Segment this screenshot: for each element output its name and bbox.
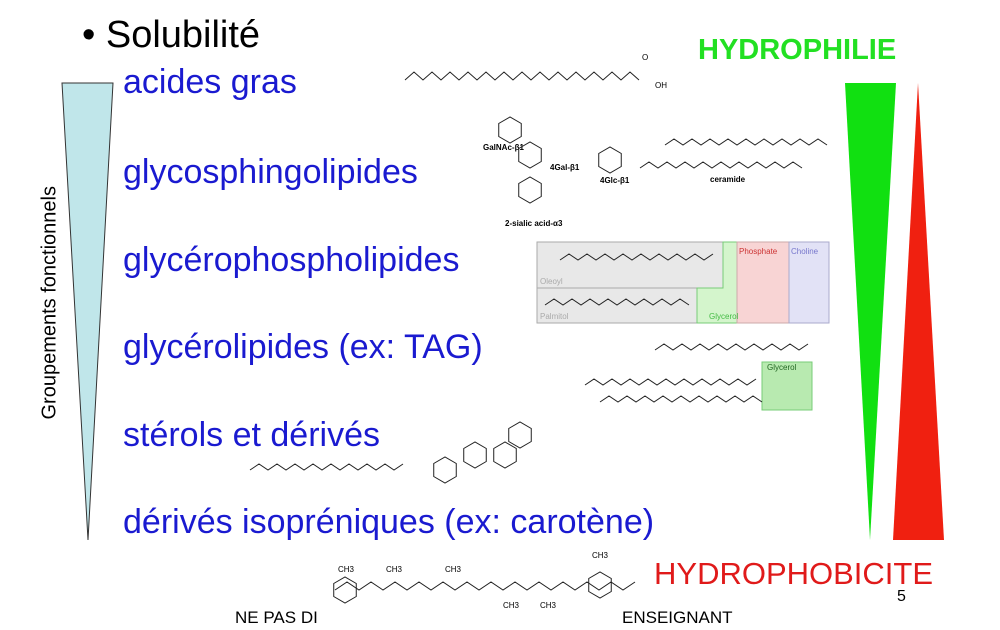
ring-6 xyxy=(493,441,517,469)
molecule-structures xyxy=(249,71,828,604)
carotene-ch3-label: CH3 xyxy=(338,565,355,574)
carotene-ch3-label: CH3 xyxy=(445,565,462,574)
gal-label: 4Gal-β1 xyxy=(550,163,580,172)
ring-8 xyxy=(333,576,357,604)
ring-0 xyxy=(498,116,522,144)
oleoyl-label: Oleoyl xyxy=(540,277,563,286)
ring-9 xyxy=(588,571,612,599)
ceramide-label: ceramide xyxy=(710,175,746,184)
tag-chain-1 xyxy=(654,343,809,351)
choline-label: Choline xyxy=(791,247,819,256)
carotene-chain xyxy=(334,581,636,591)
carotene-ch3-label: CH3 xyxy=(540,601,557,610)
fatty-acid-oh: OH xyxy=(655,81,667,90)
tag-chain-2 xyxy=(584,378,757,386)
galnac-label: GalNAc-β1 xyxy=(483,143,524,152)
functional-groups-triangle xyxy=(61,82,114,541)
ceramide-chain-1 xyxy=(664,138,828,146)
carotene-ch3-label: CH3 xyxy=(503,601,520,610)
item-glycosphingolipides: glycosphingolipides xyxy=(123,153,418,191)
palmitol-chain xyxy=(544,298,690,306)
hydrophilie-label: HYDROPHILIE xyxy=(698,34,897,66)
footer-left: NE PAS DI xyxy=(235,608,318,627)
item-sterols: stérols et dérivés xyxy=(123,416,380,454)
hydrophobicite-label: HYDROPHOBICITE xyxy=(654,556,934,591)
oleoyl-chain xyxy=(559,253,714,261)
slide-title: • Solubilité xyxy=(82,14,261,56)
carotene-ch3-label: CH3 xyxy=(592,551,609,560)
ring-4 xyxy=(433,456,457,484)
ring-1 xyxy=(518,141,542,169)
phosphate-label: Phosphate xyxy=(739,247,778,256)
oleoyl-box xyxy=(536,241,724,289)
page-number: 5 xyxy=(897,588,906,605)
fatty-acid-chain xyxy=(404,71,640,81)
ring-3 xyxy=(518,176,542,204)
tag-glycerol-label: Glycerol xyxy=(767,363,797,372)
tag-glycerol-box xyxy=(761,361,813,411)
footer-right: ENSEIGNANT xyxy=(622,608,733,627)
sterol-ester-chain xyxy=(249,463,404,471)
item-glycerophospholipides: glycérophospholipides xyxy=(123,241,460,279)
glc-label: 4Glc-β1 xyxy=(600,176,630,185)
sialic-label: 2-sialic acid-α3 xyxy=(505,219,563,228)
item-glycerolipides: glycérolipides (ex: TAG) xyxy=(123,328,483,366)
item-acides-gras: acides gras xyxy=(123,63,297,101)
ring-5 xyxy=(463,441,487,469)
item-derives-isopreniques: dérivés isopréniques (ex: carotène) xyxy=(123,503,655,541)
choline-box xyxy=(788,241,830,324)
fatty-acid-o: O xyxy=(642,53,648,62)
ring-7 xyxy=(508,421,532,449)
hydrophobicite-triangle xyxy=(893,83,944,540)
tag-chain-3 xyxy=(599,395,763,403)
ceramide-chain-2 xyxy=(639,161,803,169)
axis-label-groupements: Groupements fonctionnels xyxy=(38,186,61,420)
ring-2 xyxy=(598,146,622,174)
glycerol-label: Glycerol xyxy=(709,312,739,321)
carotene-ch3-label: CH3 xyxy=(386,565,403,574)
palmitol-label: Palmitol xyxy=(540,312,569,321)
hydrophilie-triangle xyxy=(845,83,896,540)
